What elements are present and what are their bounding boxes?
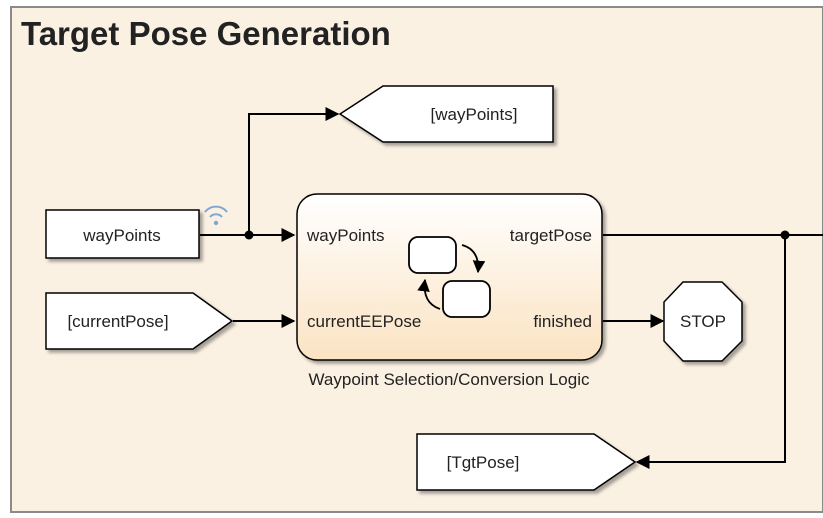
goto-waypoints-label: [wayPoints] <box>431 105 518 124</box>
signal-branch-waypoints-goto[interactable] <box>248 107 340 235</box>
goto-tgtpose-label: [TgtPose] <box>447 453 520 472</box>
branch-point <box>780 230 790 240</box>
stateflow-chart-icon <box>408 236 491 318</box>
goto-block-tgtpose[interactable] <box>416 433 637 491</box>
constant-block-waypoints[interactable] <box>45 209 200 259</box>
chart-input-port-currenteepose: currentEEPose <box>307 312 421 331</box>
signal-logging-icon[interactable] <box>204 205 228 226</box>
constant-waypoints-label: wayPoints <box>82 226 160 245</box>
chart-input-port-waypoints: wayPoints <box>306 226 384 245</box>
signal-branch-tgtpose[interactable] <box>635 235 786 469</box>
from-block-currentpose[interactable] <box>45 292 234 350</box>
stop-block[interactable] <box>663 281 743 362</box>
from-currentpose-label: [currentPose] <box>67 312 168 331</box>
chart-output-port-targetpose: targetPose <box>510 226 592 245</box>
chart-output-port-finished: finished <box>533 312 592 331</box>
stateflow-chart-block[interactable] <box>296 193 603 361</box>
branch-point <box>244 230 254 240</box>
stop-label: STOP <box>680 312 726 331</box>
chart-caption: Waypoint Selection/Conversion Logic <box>309 370 590 389</box>
area-title: Target Pose Generation <box>21 15 391 52</box>
goto-block-waypoints[interactable] <box>338 85 554 143</box>
